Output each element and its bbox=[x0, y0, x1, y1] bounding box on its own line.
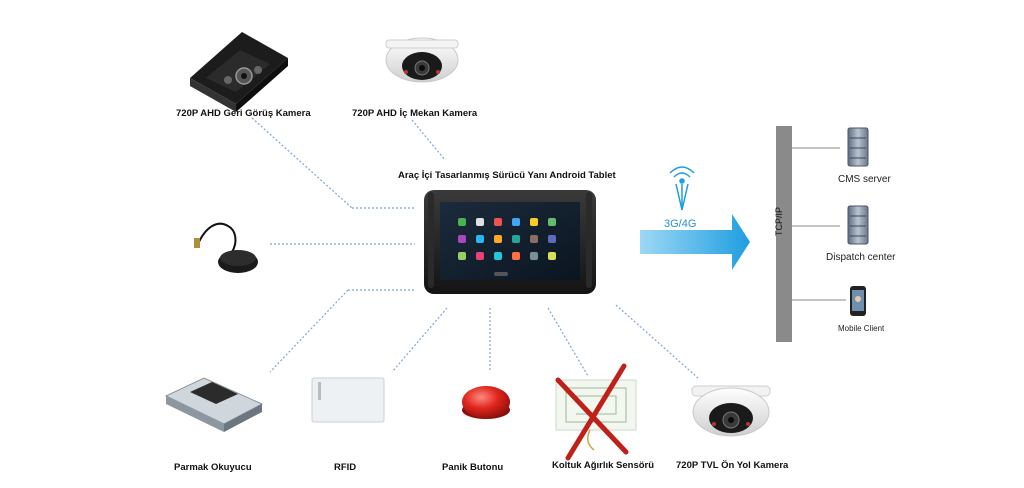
cms-server-icon bbox=[847, 127, 869, 167]
link-rfid bbox=[391, 307, 448, 373]
label-fingerprint: Parmak Okuyucu bbox=[174, 462, 252, 473]
transmission-arrow bbox=[640, 214, 750, 270]
app-icon-grid bbox=[458, 218, 556, 260]
android-tablet bbox=[424, 190, 596, 294]
label-panic: Panik Butonu bbox=[442, 462, 504, 473]
link-lines bbox=[251, 117, 699, 379]
label-dispatch-center: Dispatch center bbox=[826, 252, 896, 263]
rfid-card bbox=[311, 377, 385, 423]
label-front-camera: 720P TVL Ön Yol Kamera bbox=[676, 460, 789, 471]
gps-antenna bbox=[194, 222, 258, 273]
indoor-dome-camera bbox=[385, 37, 459, 83]
label-cms-server: CMS server bbox=[838, 174, 891, 185]
label-rear-camera: 720P AHD Geri Görüş Kamera bbox=[176, 108, 311, 119]
label-indoor-camera: 720P AHD İç Mekan Kamera bbox=[352, 108, 478, 119]
bus-connectors bbox=[792, 147, 846, 301]
label-mobile-client: Mobile Client bbox=[838, 324, 885, 333]
rear-view-camera bbox=[190, 32, 288, 112]
fingerprint-reader bbox=[164, 377, 264, 432]
dispatch-server-icon bbox=[847, 205, 869, 245]
mobile-phone-icon bbox=[850, 286, 866, 316]
label-tcpip: TCP/IP bbox=[774, 206, 784, 236]
front-road-camera bbox=[691, 385, 771, 437]
label-protocol: 3G/4G bbox=[664, 218, 697, 230]
excluded-cross bbox=[555, 363, 629, 461]
tcpip-bus bbox=[776, 126, 792, 342]
antenna-icon bbox=[669, 166, 695, 211]
link-indoor-camera bbox=[411, 119, 446, 161]
tablet-title: Araç İçi Tasarlanmış Sürücü Yanı Android… bbox=[398, 170, 616, 181]
label-rfid: RFID bbox=[334, 462, 357, 473]
link-seat-sensor bbox=[547, 307, 589, 377]
label-seat-sensor: Koltuk Ağırlık Sensörü bbox=[552, 460, 655, 471]
link-rear-camera bbox=[251, 117, 353, 209]
link-front-camera bbox=[615, 304, 699, 379]
link-fingerprint bbox=[269, 289, 349, 373]
panic-button bbox=[462, 386, 510, 419]
